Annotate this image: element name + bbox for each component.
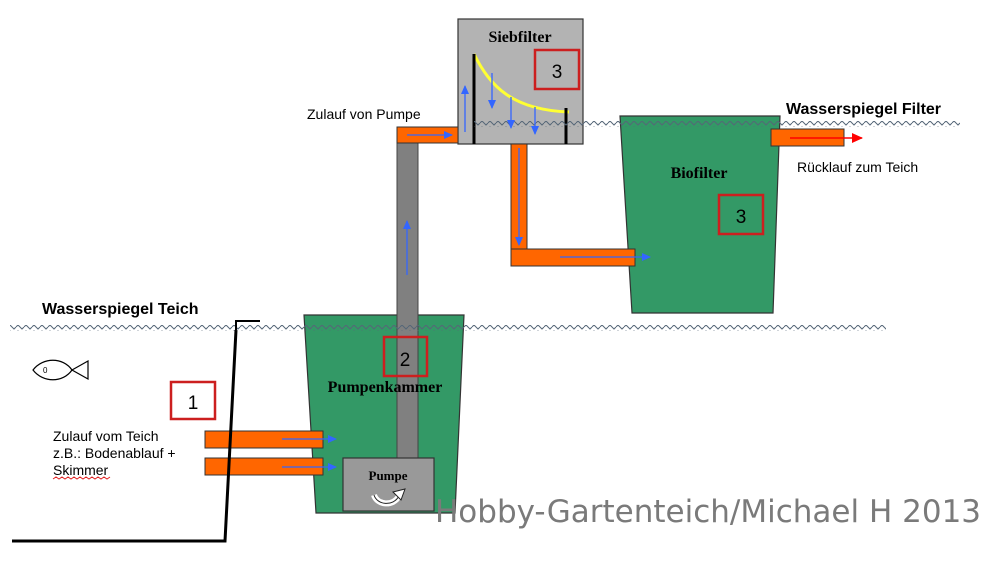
water-level-filter-line xyxy=(474,121,960,127)
water-level-pond-label: Wasserspiegel Teich xyxy=(42,301,199,318)
return-label: Rücklauf zum Teich xyxy=(797,159,918,175)
water-level-pond-line xyxy=(10,325,886,331)
marker-3-biofilter: 3 xyxy=(736,207,747,228)
siebfilter-label: Siebfilter xyxy=(488,29,551,46)
spellcheck-squiggle xyxy=(52,476,111,480)
sieve-curve xyxy=(472,53,570,114)
marker-3-sieve-box xyxy=(533,48,581,91)
fish-icon: 0 xyxy=(32,359,89,381)
marker-1: 1 xyxy=(188,393,199,414)
inlet-label-line-2: z.B.: Bodenablauf + xyxy=(53,445,176,461)
marker-2: 2 xyxy=(400,350,411,371)
pumpenkammer-label: Pumpenkammer xyxy=(328,379,443,396)
riser-pipe xyxy=(396,141,419,461)
marker-3-sieve: 3 xyxy=(552,62,563,83)
flow-arrows xyxy=(282,73,651,471)
fish-eye: 0 xyxy=(43,366,48,375)
inlet-label-line-3: Skimmer xyxy=(53,462,109,478)
marker-3-biofilter-box xyxy=(717,193,765,236)
pumpe-label: Pumpe xyxy=(369,468,408,483)
zulauf-pumpe-label: Zulauf von Pumpe xyxy=(307,106,421,122)
marker-1-box xyxy=(169,380,217,421)
pond-wall xyxy=(235,320,260,330)
inlet-label-line-1: Zulauf vom Teich xyxy=(53,428,159,444)
biofilter-label: Biofilter xyxy=(671,165,728,182)
pond-bank xyxy=(12,329,238,543)
water-level-filter-label: Wasserspiegel Filter xyxy=(786,101,941,118)
marker-2-box xyxy=(382,335,429,378)
rotation-arrow-icon xyxy=(371,488,406,507)
watermark: Hobby-Gartenteich/Michael H 2013 xyxy=(435,494,982,530)
biofilter-tank xyxy=(619,115,781,314)
